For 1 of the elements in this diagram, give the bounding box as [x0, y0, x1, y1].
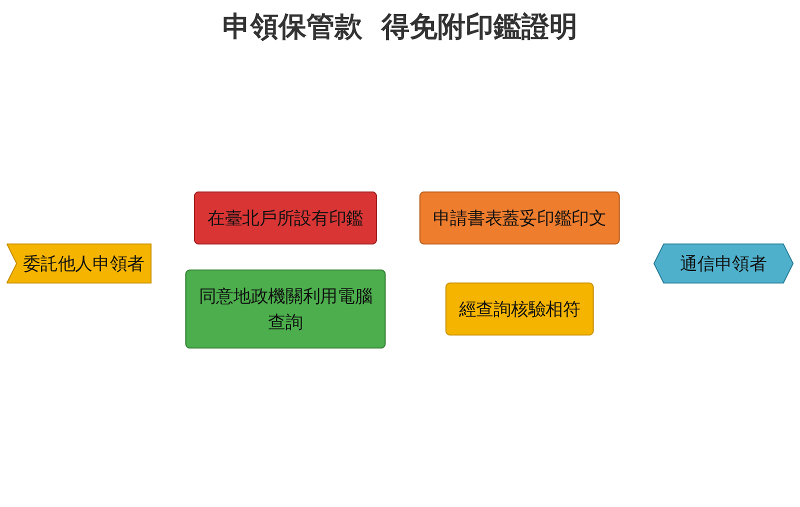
- diagram-title: 申領保管款 得免附印鑑證明: [221, 9, 579, 45]
